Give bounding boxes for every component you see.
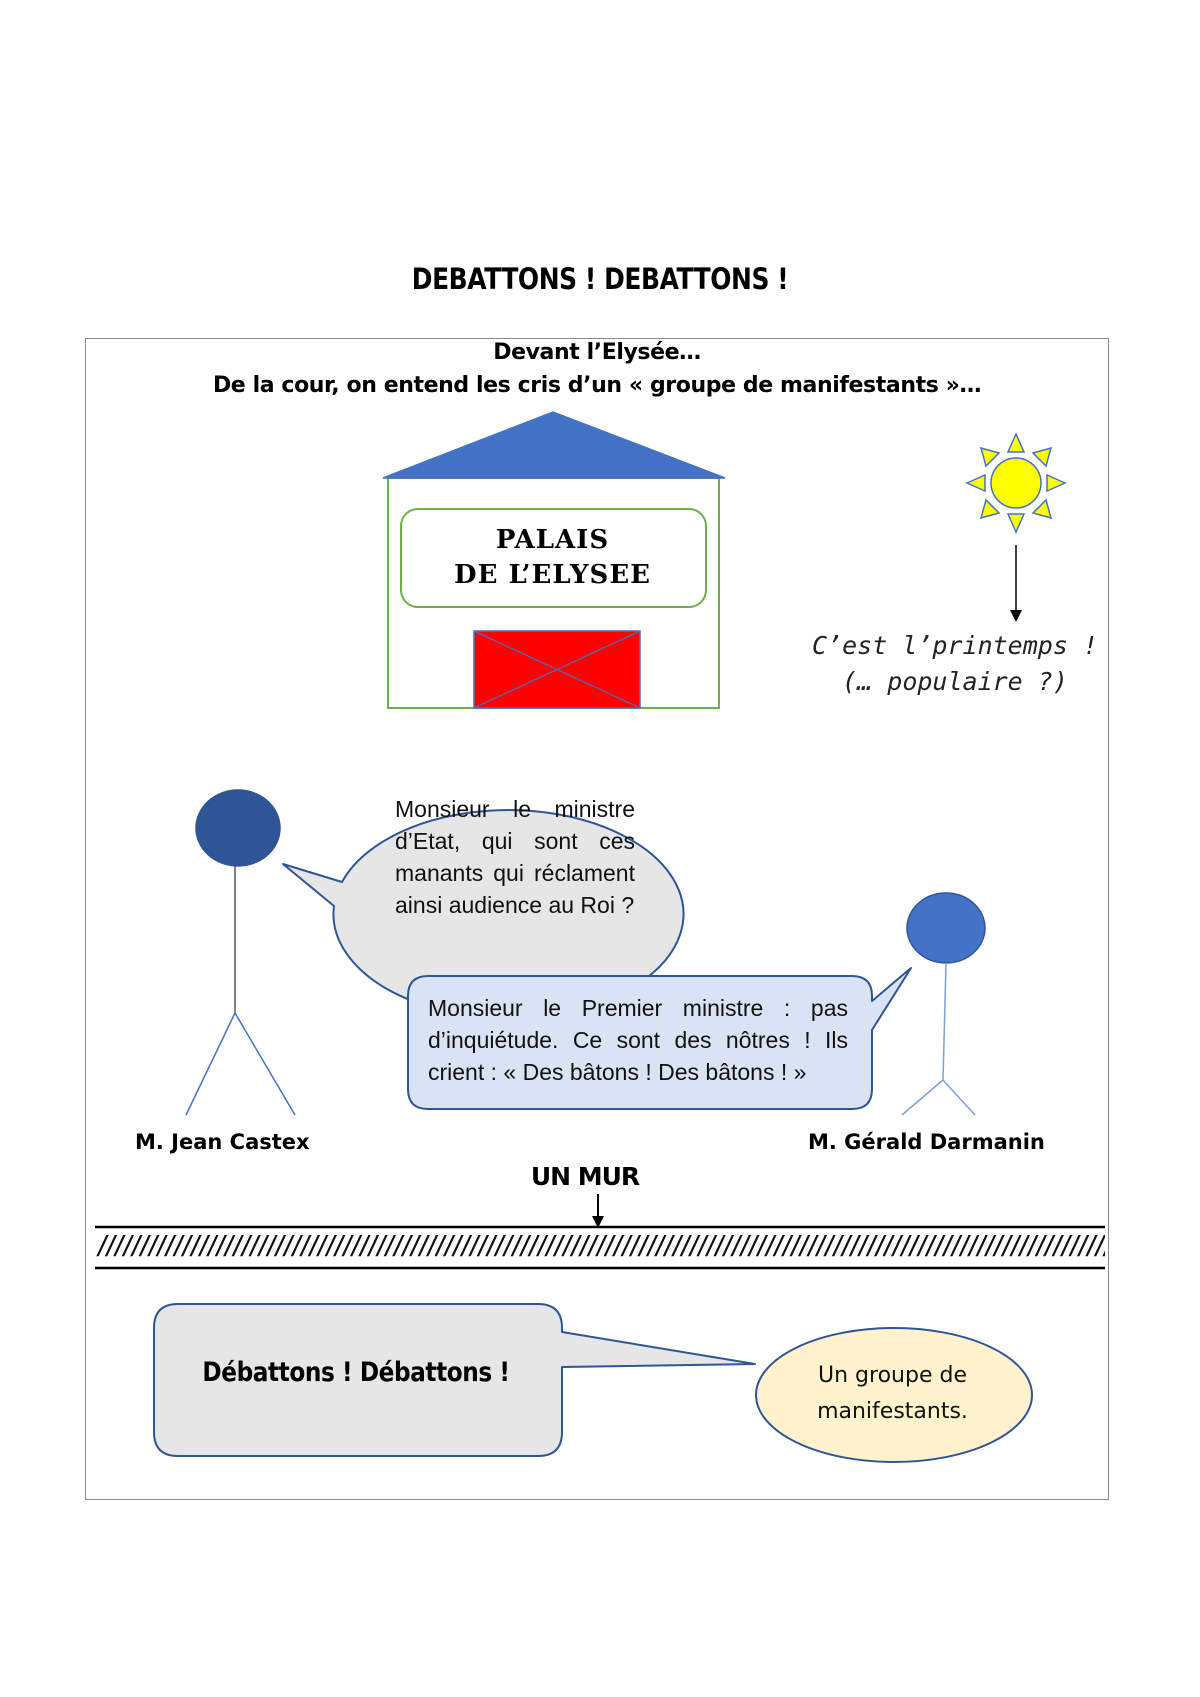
castex-bubble-line: manants qui réclament	[395, 860, 635, 886]
intro-line-2: De la cour, on entend les cris d’un « gr…	[212, 373, 982, 398]
darmanin-figure	[901, 892, 986, 1116]
darmanin-bubble-line: d’inquiétude. Ce sont des nôtres ! Ils	[428, 1027, 848, 1053]
protesters-group	[755, 1327, 1033, 1463]
page-title: DEBATTONS ! DEBATTONS !	[411, 262, 789, 296]
speech-bubble-castex	[282, 809, 685, 1020]
wall-hatching: ////////////////////////////////////////…	[95, 1231, 1105, 1261]
darmanin-head	[906, 892, 986, 964]
castex-bubble-text: Monsieur le ministre d’Etat, qui sont ce…	[395, 793, 635, 921]
darmanin-bubble-line: Monsieur le Premier ministre : pas	[428, 995, 848, 1021]
sun-caption-line-1: C’est l’printemps !	[812, 631, 1098, 660]
wall	[95, 1225, 1105, 1270]
sun-arrow	[1010, 545, 1022, 622]
palace-roof	[382, 411, 726, 479]
castex-bubble-line: ainsi audience au Roi ?	[395, 892, 635, 918]
palace-building	[382, 411, 726, 709]
darmanin-bubble-text: Monsieur le Premier ministre : pas d’inq…	[428, 992, 848, 1088]
palace-sign-line-2: DE L’ELYSEE	[454, 560, 651, 590]
palace-door	[473, 630, 641, 709]
sun-caption: C’est l’printemps ! (… populaire ?)	[810, 628, 1100, 700]
palace-sign-text: PALAIS DE L’ELYSEE	[400, 523, 705, 593]
castex-name-label: M. Jean Castex	[135, 1130, 310, 1154]
speech-bubble-darmanin	[407, 967, 912, 1110]
castex-bubble-line: Monsieur le ministre	[395, 796, 635, 822]
sun-caption-line-2: (… populaire ?)	[842, 667, 1068, 696]
castex-head	[195, 789, 281, 867]
wall-label: UN MUR	[530, 1162, 640, 1191]
darmanin-bubble-line: crient : « Des bâtons ! Des bâtons ! »	[428, 1059, 807, 1085]
palace-sign-line-1: PALAIS	[495, 525, 610, 555]
comic-frame	[85, 338, 1109, 1500]
castex-figure	[185, 789, 296, 1116]
castex-bubble-line: d’Etat, qui sont ces	[395, 828, 635, 854]
shout-text: Débattons ! Débattons !	[202, 1357, 510, 1388]
shout-bubble	[153, 1303, 756, 1457]
intro-line-1: Devant l’Elysée…	[493, 340, 701, 365]
sun-icon	[965, 432, 1067, 534]
wall-arrow	[592, 1194, 604, 1228]
darmanin-name-label: M. Gérald Darmanin	[808, 1130, 1045, 1154]
palace-sign	[400, 508, 707, 608]
protesters-label-line-1: Un groupe de	[818, 1363, 967, 1388]
protesters-label-line-2: manifestants.	[817, 1399, 968, 1424]
protesters-label: Un groupe de manifestants.	[755, 1358, 1030, 1430]
